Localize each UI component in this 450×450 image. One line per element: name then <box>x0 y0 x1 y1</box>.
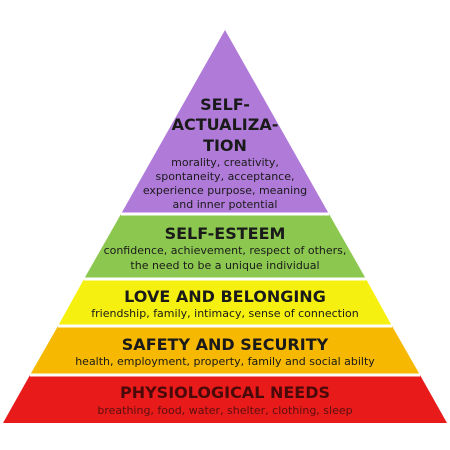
physiological-title: PHYSIOLOGICAL NEEDS <box>119 383 331 402</box>
safety-security-desc: health, employment, property, family and… <box>75 355 375 368</box>
self-esteem-title: SELF-ESTEEM <box>164 224 286 243</box>
self-actualization-desc-line-2: spontaneity, acceptance, <box>155 170 295 183</box>
self-actualization-desc-line-3: experience purpose, meaning <box>142 184 308 197</box>
level-physiological-band <box>3 375 447 423</box>
self-actualization-title-line-2: ACTUALIZA- <box>171 115 279 134</box>
physiological-desc: breathing, food, water, shelter, clothin… <box>97 404 353 417</box>
love-belonging-desc: friendship, family, intimacy, sense of c… <box>91 307 359 320</box>
self-actualization-title-line-1: SELF- <box>200 95 250 114</box>
safety-security-title: SAFETY AND SECURITY <box>121 335 329 354</box>
self-actualization-desc-line-1: morality, creativity, <box>171 156 279 169</box>
self-esteem-desc-line-1: confidence, achievement, respect of othe… <box>103 244 347 257</box>
level-safety-security-band <box>30 326 420 375</box>
self-actualization-title-line-3: TION <box>203 136 247 155</box>
self-actualization-desc-line-4: and inner potential <box>172 198 278 211</box>
level-love-belonging-band <box>58 279 392 326</box>
love-belonging-title: LOVE AND BELONGING <box>124 287 326 306</box>
level-self-esteem-band <box>84 214 366 279</box>
level-self-actualization-band <box>121 30 329 214</box>
self-esteem-desc-line-2: the need to be a unique individual <box>130 259 320 272</box>
